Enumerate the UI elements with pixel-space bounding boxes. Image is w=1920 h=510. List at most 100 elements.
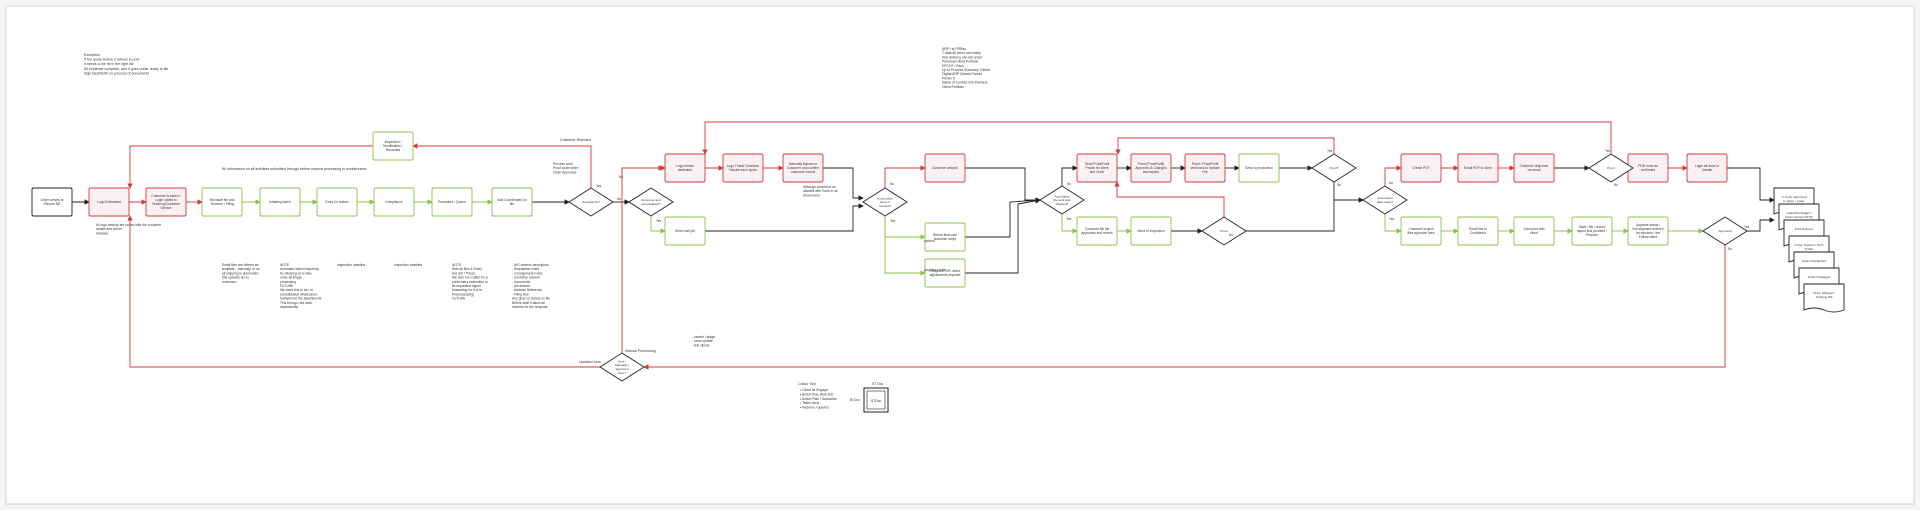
decision-node-d9[interactable]: Approved — [1702, 216, 1748, 246]
connector — [884, 216, 926, 276]
branch-label-no: No — [617, 197, 621, 201]
connector — [127, 145, 373, 189]
decision-diamond — [1588, 153, 1634, 183]
process-node-n24[interactable]: Create PDF — [1400, 153, 1442, 183]
process-node-n1[interactable]: Order arrives at/Secure NE — [31, 187, 73, 217]
annotation-a10: graphics / edits — [924, 268, 947, 272]
process-node-n7[interactable]: Compliance — [373, 187, 415, 217]
decision-node-d1[interactable]: Acceptance? — [568, 187, 614, 217]
legend-box-side: Bl Doc — [850, 398, 860, 402]
node-box — [1184, 153, 1226, 183]
connector — [1115, 137, 1335, 155]
process-node-n23[interactable]: Send to Inspection — [1130, 216, 1172, 246]
node-box — [1457, 216, 1499, 246]
connector — [705, 203, 864, 232]
legend-box-label: ST Doc — [872, 382, 884, 386]
process-node-n10[interactable]: Inspection /Modification /Recorded — [372, 131, 414, 161]
node-box — [201, 187, 243, 217]
branch-label-no: No — [1337, 183, 1341, 187]
legend-box-inner — [866, 390, 886, 410]
document-label: Print Delivery — [1795, 227, 1814, 231]
node-box — [782, 153, 824, 183]
node-box — [491, 187, 533, 217]
connector — [965, 197, 1041, 238]
process-node-n14[interactable]: Send mail job — [664, 216, 706, 246]
node-box — [1513, 216, 1555, 246]
flow-note: All information on all activities submit… — [222, 167, 367, 171]
process-node-n2[interactable]: Logo Enthusiast — [88, 187, 130, 217]
decision-node-d5[interactable]: Proof — [1201, 216, 1247, 246]
node-label: Inspection /Modification /Recorded — [383, 140, 403, 152]
decision-diamond — [1702, 216, 1748, 246]
output-document[interactable]: Order Shipped /Tracking NR — [1803, 283, 1845, 313]
canvas-border — [5, 5, 1915, 505]
node-box — [1627, 216, 1669, 246]
decision-diamond — [862, 187, 908, 217]
annotation-a4: Inspection baseline — [337, 263, 365, 267]
connector — [884, 165, 926, 188]
branch-label-yes: Yes — [596, 184, 602, 188]
node-box — [88, 187, 130, 217]
connector — [643, 245, 1726, 370]
annotation-a11: options — [924, 239, 935, 243]
legend-title: Colour Key — [798, 382, 816, 386]
process-node-n8[interactable]: Procedure / Queue — [431, 187, 473, 217]
decision-diamond — [1311, 153, 1357, 183]
process-node-n15[interactable]: Customer artwork — [924, 153, 966, 183]
decision-diamond — [1201, 216, 1247, 246]
process-node-n6[interactable]: Entry for review — [316, 187, 358, 217]
decision-label: Proof — [1607, 166, 1615, 170]
branch-label-no: No — [890, 182, 894, 186]
connector — [1727, 167, 1775, 203]
document-label: Labels/Packaged /Order printed (NHS) — [1785, 211, 1813, 219]
decision-node-d8[interactable]: Proof — [1588, 153, 1634, 183]
node-box — [924, 222, 966, 252]
document-label: Order Shipped /Tracking NR — [1813, 291, 1835, 299]
process-node-n25[interactable]: Email PDF to client — [1457, 153, 1499, 183]
branch-label-no: No — [1067, 182, 1071, 186]
connector — [823, 167, 864, 201]
node-box — [1238, 153, 1280, 183]
annotation-a1: All logo artwork are routed with the cus… — [96, 223, 162, 235]
connector — [1114, 181, 1225, 217]
process-node-n5[interactable]: Initiating batch — [259, 187, 301, 217]
decision-node-d6[interactable]: Proof? — [1311, 153, 1357, 183]
process-node-n21[interactable]: Send to production — [1238, 153, 1280, 183]
